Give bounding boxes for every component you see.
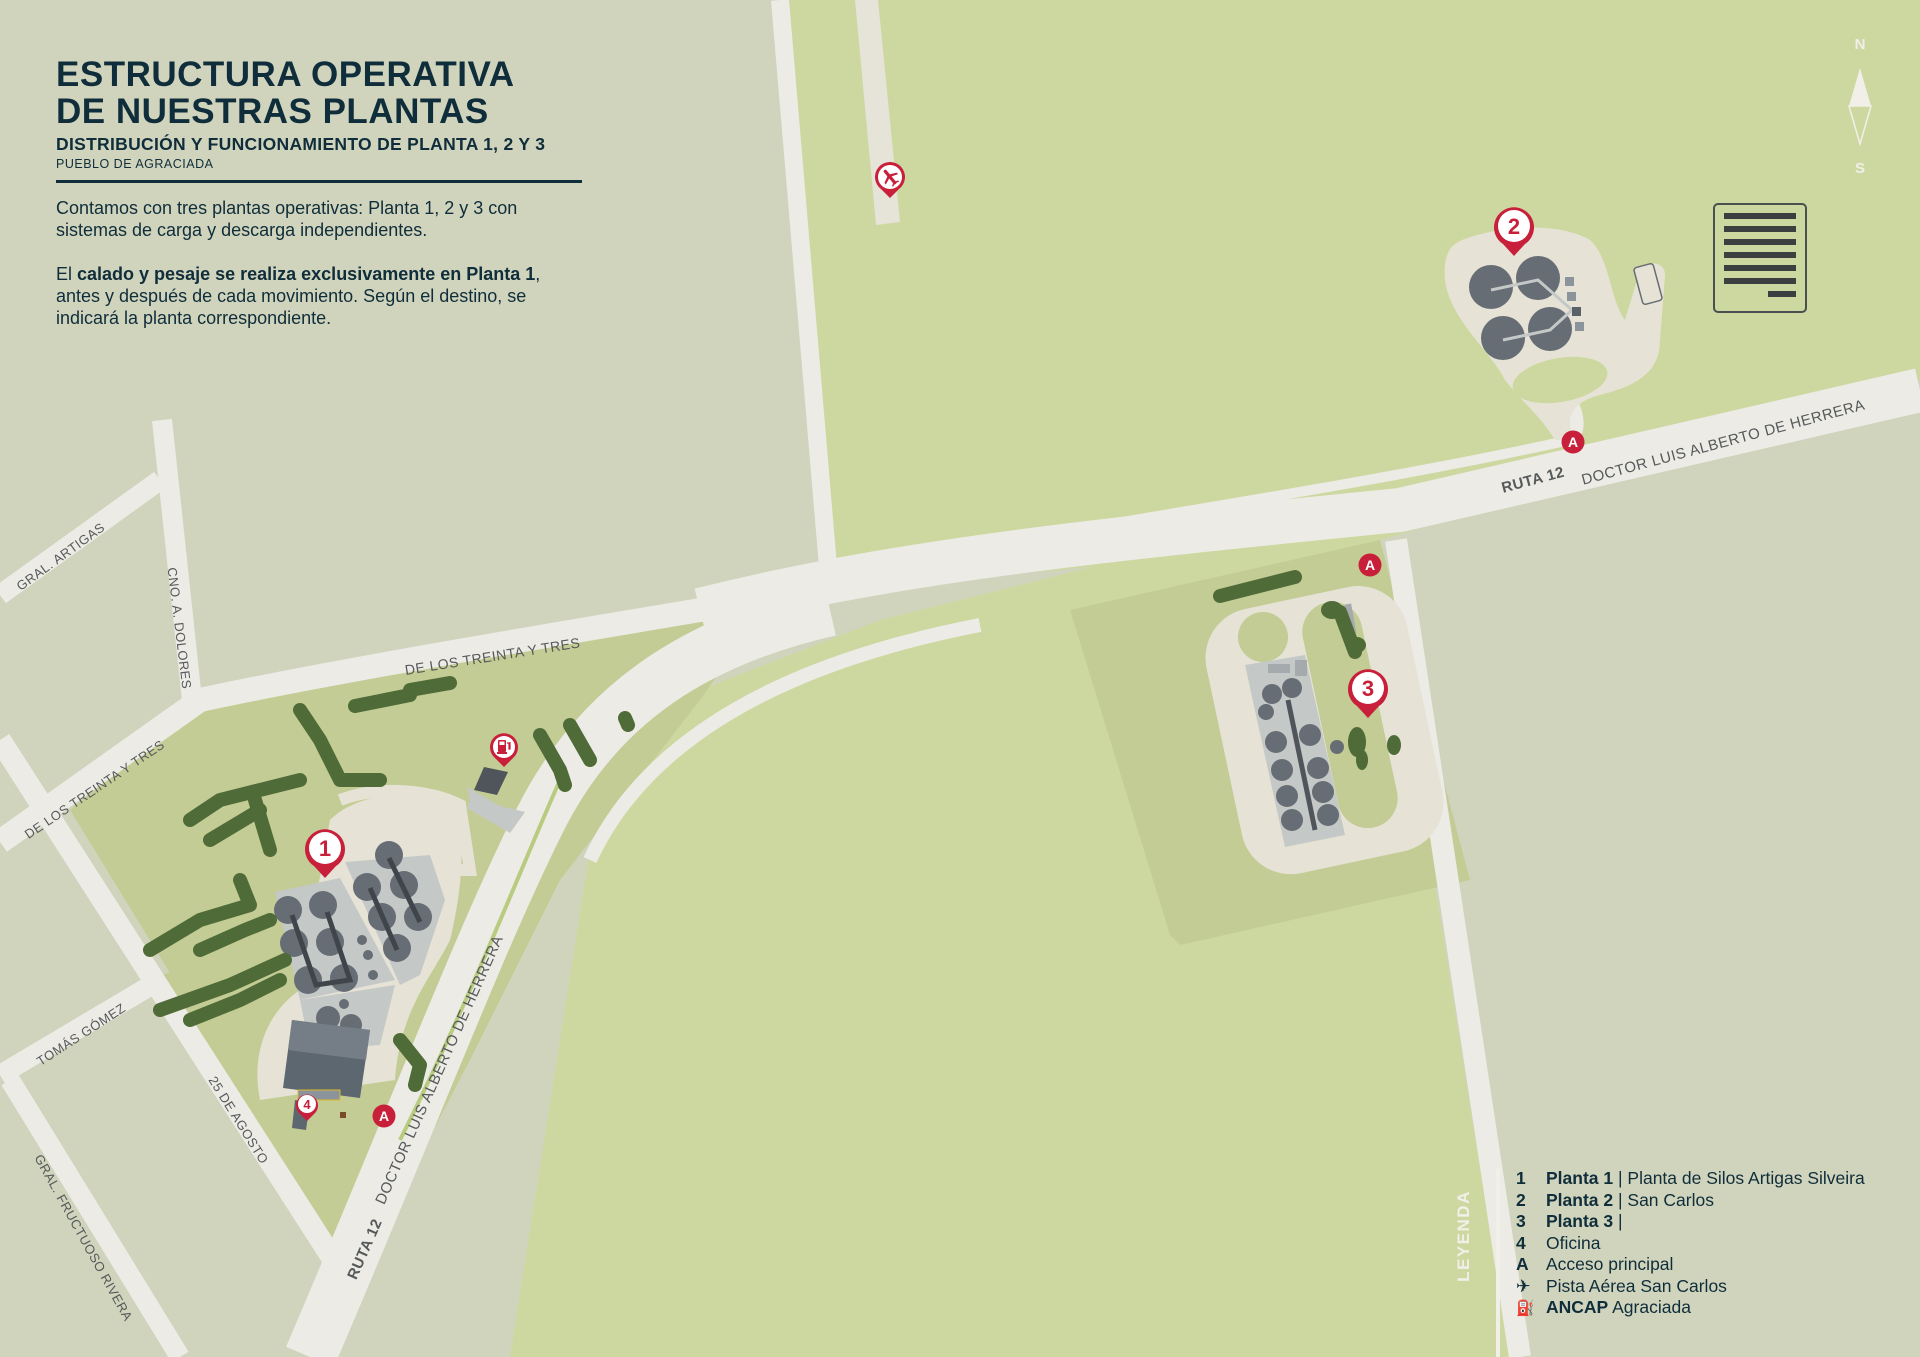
legend-item-plant3: 3 Planta 3 | (1516, 1211, 1920, 1233)
access-marker-plant2[interactable]: A (1561, 430, 1585, 454)
access-marker-label: A (1365, 557, 1375, 573)
legend-list: 1 Planta 1 | Planta de Silos Artigas Silv… (1516, 1168, 1920, 1319)
header-panel: ESTRUCTURA OPERATIVA DE NUESTRAS PLANTAS… (56, 56, 582, 351)
legend-bold: Planta 3 (1546, 1211, 1614, 1231)
compass: N S (1835, 30, 1885, 180)
plant3-marker[interactable]: 3 (1345, 666, 1391, 720)
road-treinta-y-tres-north (197, 578, 822, 712)
desc-p2-bold: calado y pesaje se realiza exclusivament… (77, 264, 536, 284)
legend-bold: Planta 1 (1546, 1168, 1614, 1188)
desc-p2-post: , antes y después de cada movimiento. Se… (56, 264, 541, 328)
legend-text: | San Carlos (1613, 1189, 1714, 1210)
access-marker-plant1[interactable]: A (372, 1104, 396, 1128)
description: Contamos con tres plantas operativas: Pl… (56, 197, 582, 329)
header-divider (56, 180, 582, 183)
airstrip-marker[interactable] (874, 161, 906, 199)
fuel-pump-icon (497, 740, 511, 754)
office-marker-label: 4 (303, 1097, 311, 1112)
page-title: ESTRUCTURA OPERATIVA DE NUESTRAS PLANTAS (56, 56, 582, 130)
road-fructuoso-rivera (1, 1074, 189, 1357)
legend-key: 3 (1516, 1211, 1526, 1231)
plant3-complex (1205, 586, 1444, 875)
legend-key: 2 (1516, 1189, 1526, 1210)
plant2-complex (1444, 203, 1807, 440)
airplane-icon: ✈ (1516, 1275, 1531, 1296)
place-name: PUEBLO DE AGRACIADA (56, 157, 214, 171)
description-paragraph-2: El calado y pesaje se realiza exclusivam… (56, 263, 582, 329)
plant2-sign (1633, 262, 1663, 306)
road-ruta12-south (286, 584, 836, 1357)
legend-item-airstrip: ✈ Pista Aérea San Carlos (1516, 1276, 1920, 1298)
legend-text: | Planta de Silos Artigas Silveira (1613, 1168, 1865, 1188)
legend-bold: ANCAP (1546, 1297, 1609, 1317)
fuel-station-marker[interactable] (489, 732, 519, 768)
road-north-vertical (771, 0, 839, 591)
legend-item-access: A Acceso principal (1516, 1254, 1920, 1276)
legend-text: Pista Aérea San Carlos (1546, 1275, 1727, 1296)
plant1-marker-label: 1 (319, 836, 331, 861)
page-subtitle: DISTRIBUCIÓN Y FUNCIONAMIENTO DE PLANTA … (56, 134, 546, 154)
description-paragraph-1: Contamos con tres plantas operativas: Pl… (56, 198, 518, 240)
plant2-marker-label: 2 (1508, 214, 1520, 239)
title-line-2: DE NUESTRAS PLANTAS (56, 92, 489, 131)
legend-item-plant1: 1 Planta 1 | Planta de Silos Artigas Silv… (1516, 1168, 1920, 1190)
compass-south-label: S (1854, 160, 1865, 177)
legend-text: Acceso principal (1546, 1254, 1674, 1274)
compass-arrow-icon (1848, 68, 1872, 146)
legend-item-office: 4 Oficina (1516, 1233, 1920, 1255)
airplane-icon (883, 169, 900, 187)
legend-title: LEYENDA (1454, 1190, 1473, 1282)
plant1-complex (257, 784, 477, 1130)
plant2-marker[interactable]: 2 (1491, 204, 1537, 258)
legend-bold: Planta 2 (1546, 1189, 1614, 1210)
access-marker-label: A (379, 1108, 389, 1124)
legend-key: 4 (1516, 1232, 1526, 1253)
road-tomas-gomez (0, 971, 166, 1084)
legend-key: 1 (1516, 1168, 1526, 1188)
access-marker-plant3[interactable]: A (1358, 553, 1382, 577)
desc-p2-pre: El (56, 264, 78, 284)
legend-item-fuel: ⛽ ANCAP Agraciada (1516, 1297, 1920, 1319)
legend-divider (1496, 1168, 1500, 1357)
legend-text: | (1613, 1211, 1623, 1231)
road-treinta-y-tres-west (0, 690, 207, 852)
legend-item-plant2: 2 Planta 2 | San Carlos (1516, 1190, 1920, 1212)
plant1-marker[interactable]: 1 (302, 826, 348, 880)
road-cno-dolores (152, 418, 202, 702)
access-marker-label: A (1568, 434, 1578, 450)
legend-text: Agraciada (1608, 1297, 1691, 1317)
fuel-pump-icon: ⛽ (1516, 1300, 1535, 1317)
road-gral-artigas (0, 471, 166, 604)
compass-north-label: N (1854, 36, 1866, 53)
fuel-station-canopy (474, 767, 508, 795)
legend-key: A (1516, 1254, 1529, 1274)
legend-text: Oficina (1546, 1232, 1601, 1253)
fuel-station-pad (467, 787, 525, 833)
plant3-marker-label: 3 (1362, 676, 1374, 701)
office-marker[interactable]: 4 (294, 1092, 320, 1122)
title-line-1: ESTRUCTURA OPERATIVA (56, 55, 515, 94)
